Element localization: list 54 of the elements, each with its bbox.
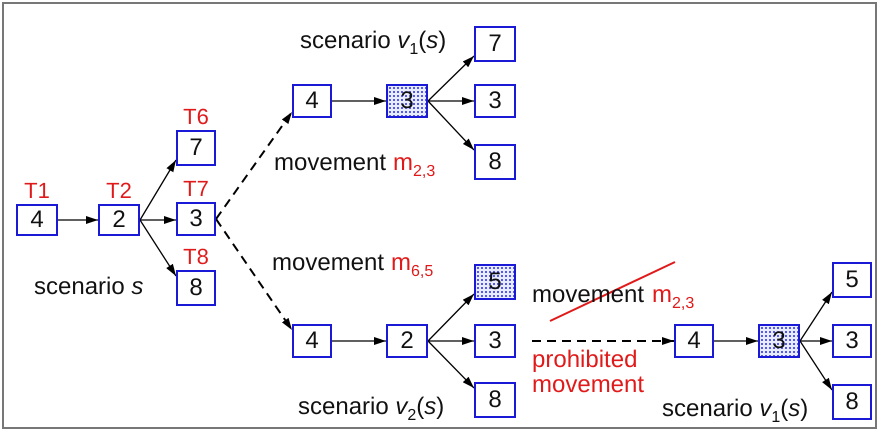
arrow [799, 340, 833, 390]
movement-label: movement [272, 250, 384, 276]
arrow [428, 100, 474, 150]
arrow [714, 337, 758, 345]
number-box: 7 [176, 130, 216, 166]
number-box: 3 [832, 324, 872, 358]
scenario-label: scenario v$_{2}$(s) [298, 394, 444, 425]
shaded-number-box: 3 [758, 324, 800, 358]
arrow [428, 97, 474, 105]
number-box: 3 [176, 202, 216, 236]
arrow [799, 292, 833, 342]
number-box: 8 [176, 270, 216, 306]
scenario-label: scenario s [34, 274, 144, 300]
number-box: 2 [386, 324, 428, 358]
time-label: T6 [183, 104, 209, 130]
time-label: T2 [106, 178, 132, 204]
dashed-arrow [215, 111, 293, 220]
arrow [428, 337, 474, 345]
dashed-arrow [215, 218, 293, 331]
dashed-arrow [532, 337, 674, 345]
arrow [428, 294, 474, 342]
movement-index: m$_{6,5}$ [391, 250, 434, 281]
number-box: 4 [16, 204, 58, 236]
number-box: 3 [474, 84, 516, 118]
arrow [800, 337, 832, 345]
movement-index: m$_{2,3}$ [393, 150, 436, 181]
number-box: 3 [474, 324, 516, 358]
arrow [139, 160, 177, 220]
number-box: 8 [474, 382, 516, 418]
number-box: 2 [98, 204, 140, 236]
arrow [428, 340, 474, 388]
arrow [428, 56, 474, 102]
scenario-label: scenario v$_{1}$(s) [300, 28, 446, 59]
arrow [332, 97, 386, 105]
arrow [139, 220, 177, 276]
shaded-number-box: 5 [474, 264, 516, 300]
number-box: 7 [474, 26, 516, 62]
number-box: 8 [832, 384, 872, 420]
movement-index: m$_{2,3}$ [652, 282, 694, 313]
number-box: 4 [674, 324, 714, 358]
shaded-number-box: 3 [386, 84, 428, 118]
movement-label: movement [274, 150, 386, 176]
number-box: 4 [292, 324, 332, 358]
time-label: T8 [183, 244, 209, 270]
scenario-label: scenario v$_{1}$(s) [662, 396, 808, 427]
arrow [332, 337, 386, 345]
time-label: T1 [24, 178, 50, 204]
number-box: 4 [292, 84, 332, 118]
number-box: 5 [832, 262, 872, 298]
time-label: T7 [183, 176, 209, 202]
number-box: 8 [474, 144, 516, 180]
prohibited-movement-note: prohibited movement [532, 347, 646, 398]
arrow [58, 216, 98, 224]
arrow [140, 216, 176, 224]
